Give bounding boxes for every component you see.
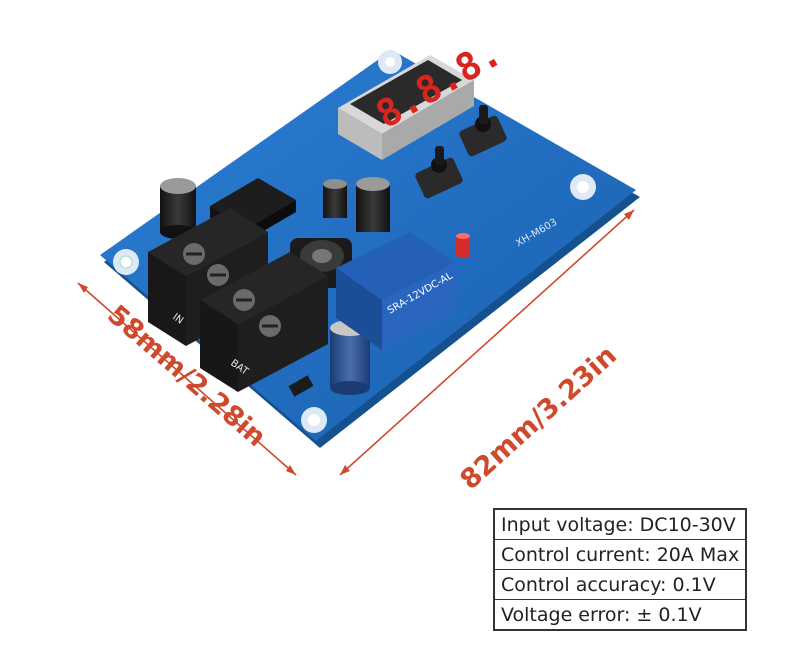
- spec-table: Input voltage: DC10-30V Control current:…: [493, 508, 748, 631]
- push-button-up[interactable]: [458, 105, 508, 158]
- led-indicator: [456, 233, 470, 258]
- terminal-screw: [259, 315, 281, 337]
- terminal-label-in: IN: [170, 312, 185, 327]
- transistor: [288, 375, 314, 397]
- spec-row: Control current: 20A Max: [493, 539, 747, 570]
- electrolytic-capacitor: [356, 177, 390, 232]
- relay: SRA-12VDC-AL: [336, 232, 456, 350]
- mounting-hole: [301, 407, 327, 433]
- screw-terminal-block: [148, 208, 328, 392]
- terminal-screw: [233, 289, 255, 311]
- length-dimension-line: [339, 209, 635, 476]
- electrolytic-capacitor: [160, 178, 196, 239]
- spec-cell: Input voltage: DC10-30V: [493, 508, 747, 540]
- spec-row: Input voltage: DC10-30V: [493, 508, 747, 540]
- push-button-down[interactable]: [414, 146, 464, 200]
- mounting-hole: [378, 50, 402, 74]
- spec-cell: Control accuracy: 0.1V: [493, 569, 747, 600]
- spec-row: Control accuracy: 0.1V: [493, 569, 747, 600]
- spec-row: Voltage error: ± 0.1V: [493, 599, 747, 631]
- spec-cell: Voltage error: ± 0.1V: [493, 599, 747, 631]
- mounting-hole: [570, 174, 596, 200]
- width-dimension-line: [77, 282, 297, 476]
- spec-cell: Control current: 20A Max: [493, 539, 747, 570]
- length-dimension-label: 82mm/3.23in: [454, 340, 622, 496]
- mounting-hole: [113, 249, 139, 275]
- terminal-screw: [183, 243, 205, 265]
- terminal-screw: [207, 264, 229, 286]
- electrolytic-capacitor: [323, 179, 347, 218]
